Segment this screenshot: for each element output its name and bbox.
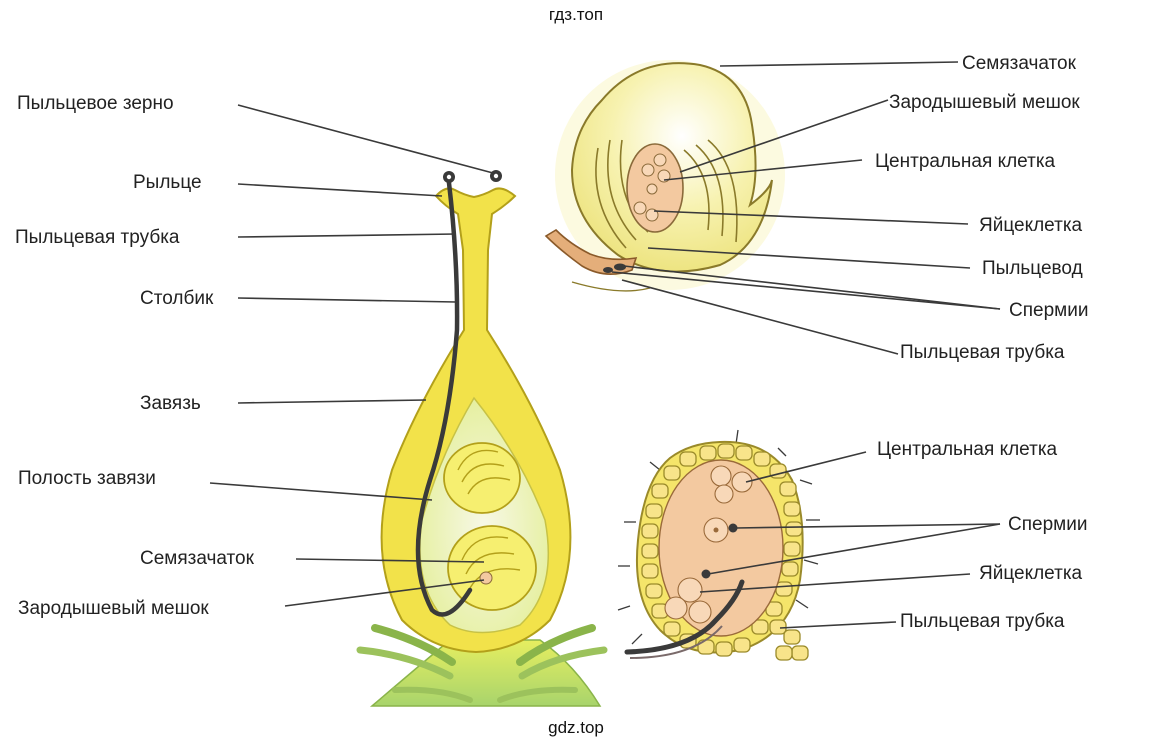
pollen-tube-top bbox=[544, 228, 638, 275]
label-micropyle: Пыльцевод bbox=[982, 258, 1083, 279]
label-embryo-sac-left: Зародышевый мешок bbox=[18, 598, 209, 619]
watermark-top: гдз.топ bbox=[549, 5, 603, 24]
label-ovule-top: Семязачаток bbox=[962, 53, 1077, 74]
embryo-sac-detail-figure: Центральная клетка Спермии Яйцеклетка Пы… bbox=[617, 429, 1087, 661]
pollen-tube-left bbox=[415, 180, 473, 617]
label-central-cell-bottom: Центральная клетка bbox=[877, 439, 1058, 460]
label-ovule-left: Семязачаток bbox=[140, 548, 255, 569]
label-egg-cell-bottom: Яйцеклетка bbox=[979, 563, 1083, 584]
label-central-cell-top: Центральная клетка bbox=[875, 151, 1056, 172]
pistil-figure: Пыльцевое зерно Рыльце Пыльцевая трубка … bbox=[15, 93, 608, 707]
label-embryo-sac-top: Зародышевый мешок bbox=[889, 92, 1080, 113]
sperm-1 bbox=[728, 523, 738, 533]
label-ovary: Завязь bbox=[140, 393, 201, 414]
ovule-upper bbox=[443, 442, 521, 514]
embryo-sac-dot bbox=[479, 571, 493, 585]
label-pollen-tube-top: Пыльцевая трубка bbox=[900, 342, 1065, 363]
label-style: Столбик bbox=[140, 288, 214, 309]
ovule-detail-figure: Семязачаток Зародышевый мешок Центральна… bbox=[544, 53, 1088, 363]
label-stigma: Рыльце bbox=[133, 172, 202, 193]
sperm-2 bbox=[701, 569, 711, 579]
label-ovary-cavity: Полость завязи bbox=[18, 468, 156, 489]
label-pollen-tube-left: Пыльцевая трубка bbox=[15, 227, 180, 248]
label-sperm-top: Спермии bbox=[1009, 300, 1088, 321]
label-pollen-grain: Пыльцевое зерно bbox=[17, 93, 174, 114]
ovule-lower bbox=[447, 525, 537, 611]
label-egg-cell-top: Яйцеклетка bbox=[979, 215, 1083, 236]
pollen-tube-bottom bbox=[624, 579, 745, 655]
label-pollen-tube-bottom: Пыльцевая трубка bbox=[900, 611, 1065, 632]
watermark-bottom: gdz.top bbox=[548, 718, 604, 737]
receptacle bbox=[356, 624, 608, 707]
label-sperm-bottom: Спермии bbox=[1008, 514, 1087, 535]
